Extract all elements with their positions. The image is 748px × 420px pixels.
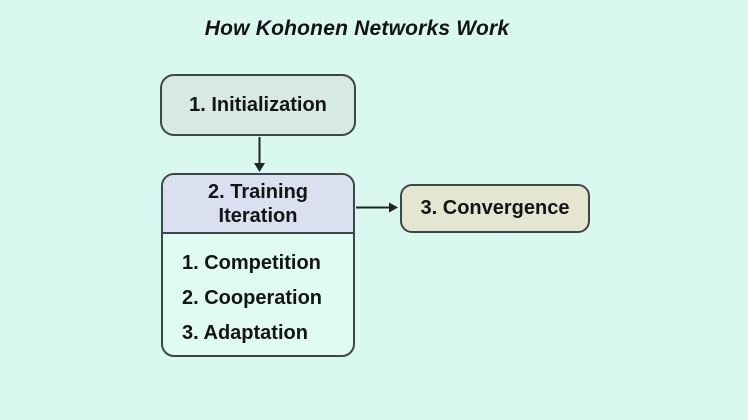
node-convergence-label: 3. Convergence	[420, 197, 570, 219]
page-title: How Kohonen Networks Work	[204, 17, 510, 40]
arrow-initialization-to-training	[254, 137, 265, 172]
node-training-header-line1: 2. Training	[207, 181, 309, 203]
node-initialization: 1. Initialization	[160, 74, 356, 136]
training-step-cooperation: 2. Cooperation	[182, 287, 323, 309]
training-steps-list: 1. Competition 2. Cooperation 3. Adaptat…	[163, 234, 353, 345]
node-training-header-line2: Iteration	[218, 205, 298, 227]
training-step-competition: 1. Competition	[182, 252, 321, 274]
node-convergence: 3. Convergence	[400, 184, 590, 233]
node-training-iteration: 2. Training Iteration 1. Competition 2. …	[161, 173, 355, 357]
training-step-adaptation: 3. Adaptation	[182, 322, 308, 344]
node-initialization-label: 1. Initialization	[189, 93, 327, 116]
arrow-training-to-convergence	[356, 202, 398, 213]
node-training-header: 2. Training Iteration	[163, 175, 353, 234]
